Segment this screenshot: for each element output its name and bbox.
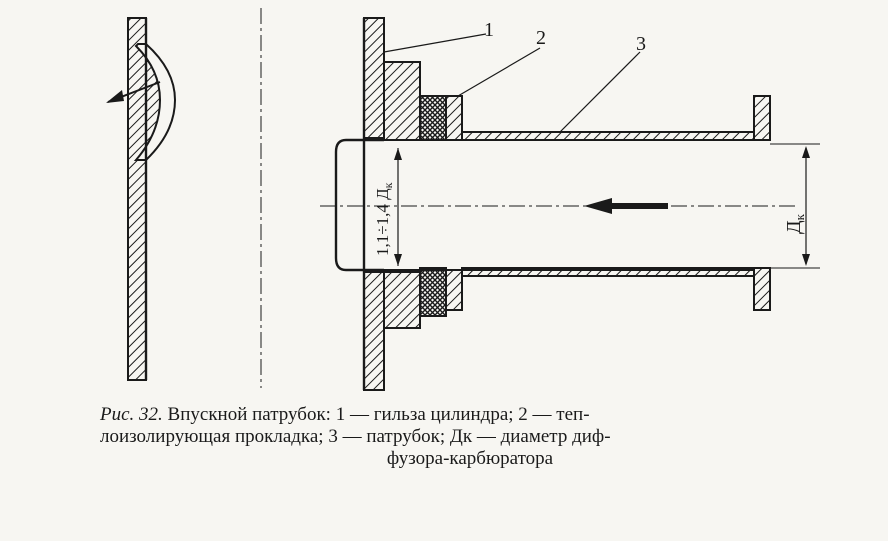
caption-line-3: фузора-карбюратора xyxy=(386,448,554,469)
intake-pipe-diagram: 1,1÷1,4 Дк Дк 1 2 3 xyxy=(106,8,820,391)
callout-3: 3 xyxy=(559,33,646,133)
cylinder-left-wall xyxy=(127,17,177,381)
bellmouth-dimension: 1,1÷1,4 Дк xyxy=(373,148,402,266)
caption-line-2: лоизолирующая прокладка; 3 — патрубок; Д… xyxy=(100,426,611,447)
svg-text:2: 2 xyxy=(536,27,546,49)
intake-flow-arrow xyxy=(584,198,668,214)
diffuser-diameter-label: Дк xyxy=(783,213,807,234)
intake-pipe xyxy=(334,95,771,311)
pipe-inner-flange xyxy=(445,95,463,311)
svg-text:1: 1 xyxy=(484,19,494,41)
cylinder-liner-wall xyxy=(362,17,385,391)
bellmouth-dimension-label: 1,1÷1,4 Дк xyxy=(373,182,395,256)
figure-caption: Рис. 32. Впускной патрубок: 1 — гильза ц… xyxy=(100,404,840,470)
heat-insulating-gasket xyxy=(419,95,447,317)
callout-1: 1 xyxy=(383,19,494,53)
caption-line-1: Рис. 32. Впускной патрубок: 1 — гильза ц… xyxy=(100,404,590,425)
diffuser-diameter-dimension: Дк xyxy=(770,143,820,269)
callout-2: 2 xyxy=(457,27,546,97)
svg-text:3: 3 xyxy=(636,33,646,55)
figure-number: Рис. 32. xyxy=(100,404,163,425)
port-flow-arrow xyxy=(106,81,161,103)
liner-boss xyxy=(383,61,421,329)
